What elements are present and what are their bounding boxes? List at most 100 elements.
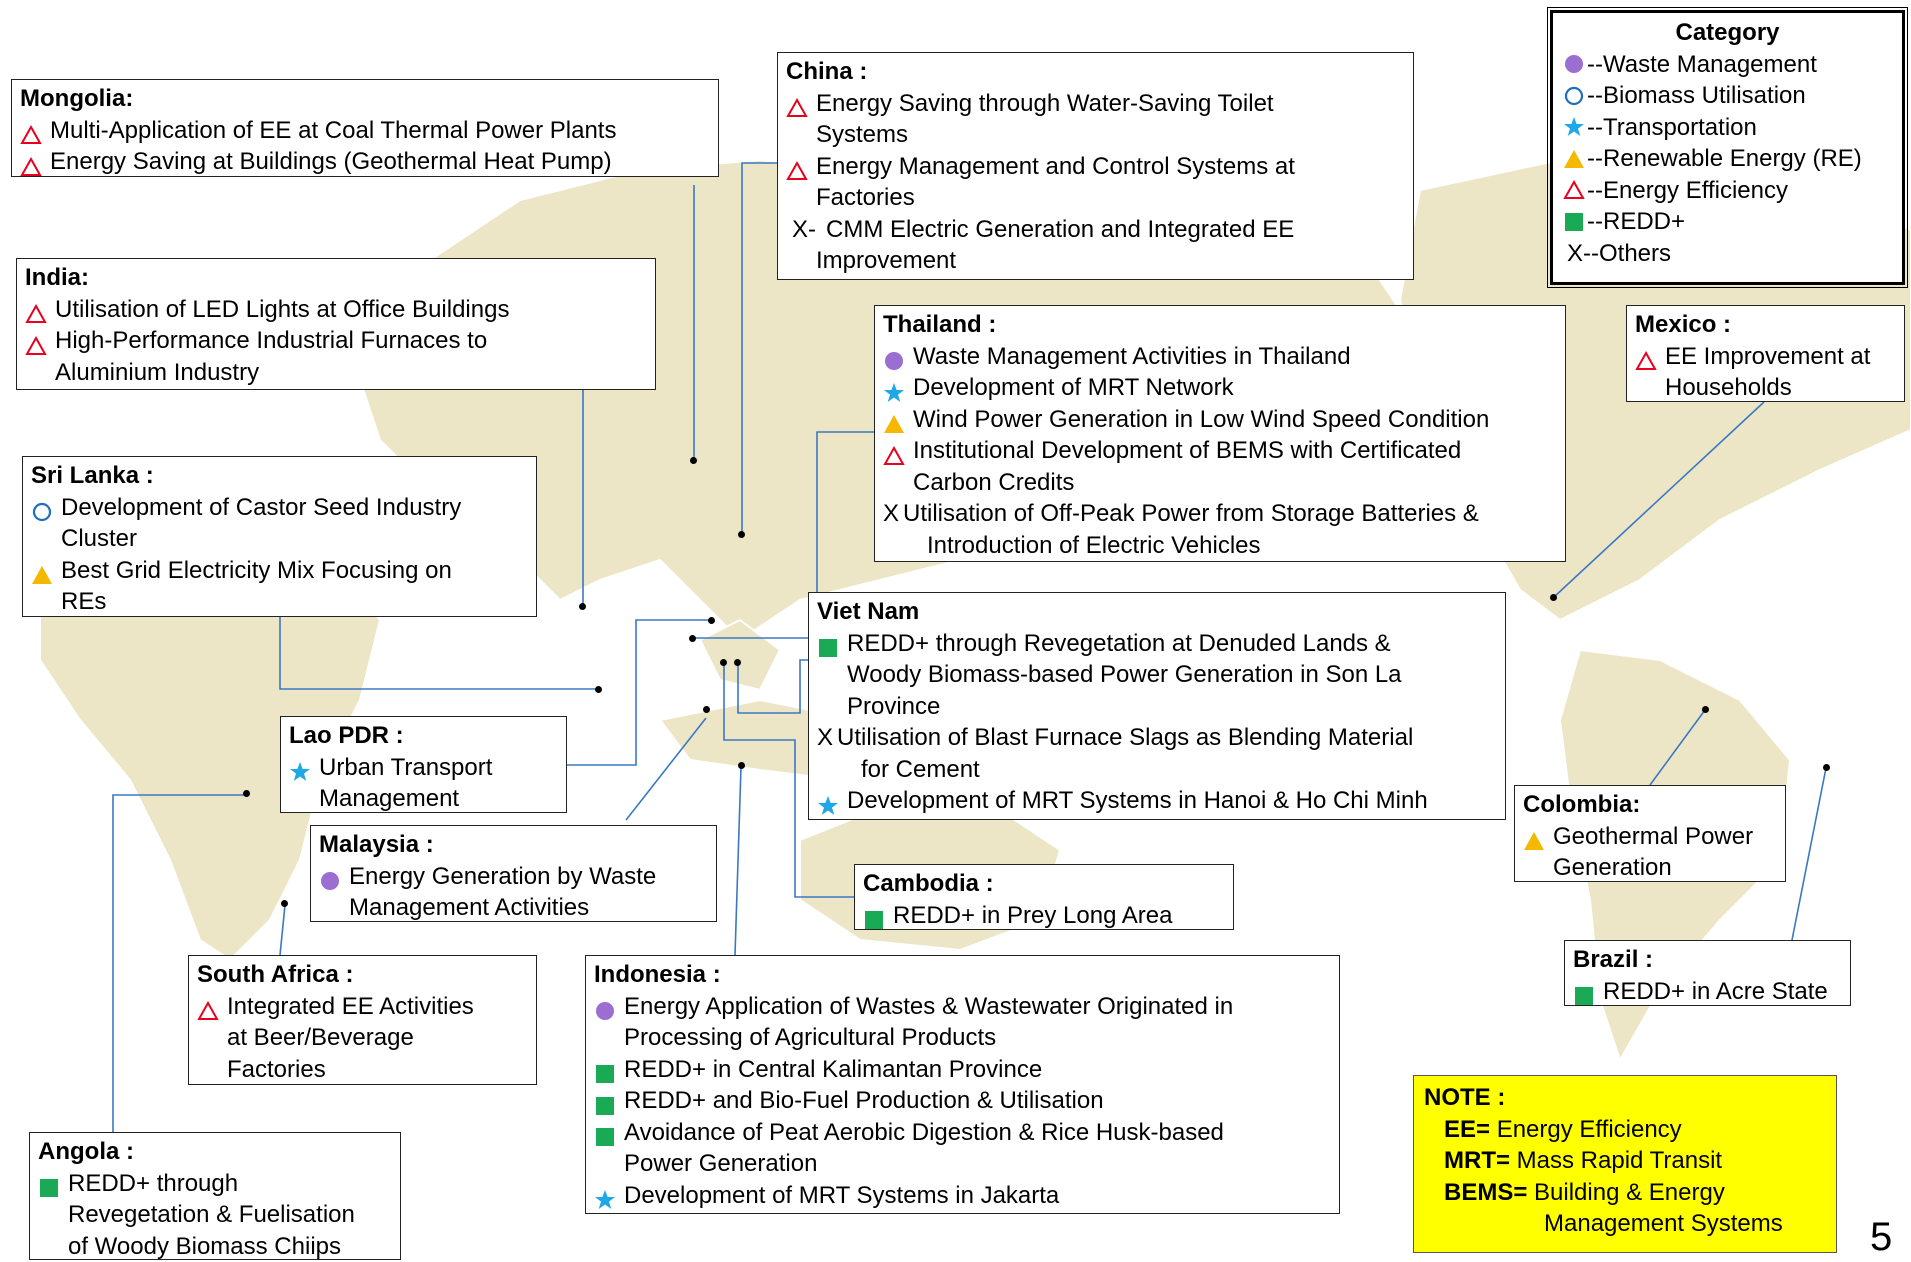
thailand-project-item: Waste Management Activities in Thailand	[883, 341, 1557, 373]
indonesia-project-text: REDD+ and Bio-Fuel Production & Utilisat…	[624, 1085, 1331, 1117]
green-square-icon	[1563, 211, 1585, 233]
category-symbol	[31, 559, 57, 591]
vietnam-location-dot	[734, 659, 741, 666]
china-project-text: Systems	[816, 119, 1405, 151]
indonesia-project-text: Energy Application of Wastes & Wastewate…	[624, 991, 1331, 1023]
srilanka-project-text: Development of Castor Seed Industry	[61, 492, 528, 524]
srilanka-project-text: Best Grid Electricity Mix Focusing on	[61, 555, 528, 587]
blue-star-icon	[289, 761, 311, 783]
india-project-item: Utilisation of LED Lights at Office Buil…	[25, 294, 647, 326]
brazil-title: Brazil :	[1573, 944, 1842, 976]
legend-title: Category	[1563, 17, 1892, 49]
china-project-text: CMM Electric Generation and Integrated E…	[826, 214, 1405, 246]
category-symbol	[25, 329, 51, 361]
legend-label: --Renewable Energy (RE)	[1587, 143, 1862, 175]
indonesia-project-item: REDD+ in Central Kalimantan Province	[594, 1054, 1331, 1086]
red-triangle-outline-icon	[25, 303, 47, 325]
china-box: China :Energy Saving through Water-Savin…	[777, 52, 1414, 280]
category-symbol	[319, 865, 345, 897]
china-project-item: X-CMM Electric Generation and Integrated…	[786, 214, 1405, 277]
category-symbol	[289, 756, 315, 788]
cambodia-title: Cambodia :	[863, 868, 1225, 900]
vietnam-title: Viet Nam	[817, 596, 1497, 628]
thailand-box: Thailand :Waste Management Activities in…	[874, 305, 1566, 562]
category-symbol	[863, 904, 889, 936]
category-symbol	[817, 632, 843, 664]
legend-item: --Renewable Energy (RE)	[1563, 143, 1892, 175]
category-symbol	[31, 496, 57, 528]
cambodia-box: Cambodia :REDD+ in Prey Long Area	[854, 864, 1234, 930]
srilanka-leader-line	[280, 617, 599, 689]
yellow-triangle-icon	[31, 564, 53, 586]
colombia-project-text: Generation	[1553, 852, 1777, 884]
mongolia-project-text: Energy Saving at Buildings (Geothermal H…	[50, 146, 710, 178]
note-row-bems: BEMS= Building & Energy	[1424, 1177, 1826, 1209]
green-square-icon	[863, 909, 885, 931]
indonesia-location-dot	[738, 762, 745, 769]
srilanka-project-text: REs	[61, 586, 528, 618]
legend-label: --Energy Efficiency	[1587, 175, 1788, 207]
blue-ring-icon	[1563, 85, 1585, 107]
colombia-leader-line	[1650, 710, 1705, 785]
indonesia-leader-line	[735, 767, 741, 955]
laopdr-title: Lao PDR :	[289, 720, 558, 752]
green-square-icon	[1563, 211, 1585, 233]
southafrica-title: South Africa :	[197, 959, 528, 991]
vietnam-project-text: REDD+ through Revegetation at Denuded La…	[847, 628, 1497, 660]
red-triangle-outline-icon	[20, 156, 42, 178]
thailand-title: Thailand :	[883, 309, 1557, 341]
category-symbol	[38, 1172, 64, 1204]
india-location-dot	[579, 603, 586, 610]
malaysia-title: Malaysia :	[319, 829, 708, 861]
mongolia-project-item: Multi-Application of EE at Coal Thermal …	[20, 115, 710, 147]
brazil-leader-line	[1792, 768, 1826, 940]
brazil-project-item: REDD+ in Acre State	[1573, 976, 1842, 1008]
category-symbol	[594, 1184, 620, 1216]
note-row-bems-continuation: Management Systems	[1424, 1208, 1826, 1240]
mexico-title: Mexico :	[1635, 309, 1896, 341]
malaysia-project-text: Management Activities	[349, 892, 708, 924]
thailand-location-dot	[689, 635, 696, 642]
indonesia-title: Indonesia :	[594, 959, 1331, 991]
srilanka-project-text: Cluster	[61, 523, 528, 555]
india-box: India:Utilisation of LED Lights at Offic…	[16, 258, 656, 390]
blue-star-icon	[817, 795, 839, 817]
thailand-project-item: Development of MRT Network	[883, 372, 1557, 404]
vietnam-project-text: Woody Biomass-based Power Generation in …	[847, 659, 1497, 691]
blue-star-icon	[883, 382, 905, 404]
red-triangle-outline-icon	[1563, 179, 1585, 201]
india-title: India:	[25, 262, 647, 294]
indonesia-project-item: Development of MRT Systems in Jakarta	[594, 1180, 1331, 1212]
indonesia-project-text: REDD+ in Central Kalimantan Province	[624, 1054, 1331, 1086]
cambodia-project-item: REDD+ in Prey Long Area	[863, 900, 1225, 932]
china-project-item: Energy Saving through Water-Saving Toile…	[786, 88, 1405, 151]
southafrica-project-text: at Beer/Beverage	[227, 1022, 528, 1054]
category-symbol	[1523, 825, 1549, 857]
laopdr-project-text: Urban Transport	[319, 752, 558, 784]
red-triangle-outline-icon	[20, 124, 42, 146]
china-leader-line	[742, 163, 778, 534]
mexico-project-text: EE Improvement at	[1665, 341, 1896, 373]
mexico-location-dot	[1550, 594, 1557, 601]
vietnam-project-text: for Cement	[837, 754, 1497, 786]
legend-item: --Transportation	[1563, 112, 1892, 144]
mongolia-title: Mongolia:	[20, 83, 710, 115]
note-row-mrt: MRT= Mass Rapid Transit	[1424, 1145, 1826, 1177]
china-project-text: Energy Saving through Water-Saving Toile…	[816, 88, 1405, 120]
indonesia-project-item: Avoidance of Peat Aerobic Digestion & Ri…	[594, 1117, 1331, 1180]
page-number: 5	[1870, 1215, 1892, 1259]
colombia-title: Colombia:	[1523, 789, 1777, 821]
category-symbol	[20, 150, 46, 182]
vietnam-project-text: Province	[847, 691, 1497, 723]
china-location-dot	[738, 531, 745, 538]
category-symbol	[594, 1121, 620, 1153]
red-triangle-outline-icon	[197, 1000, 219, 1022]
